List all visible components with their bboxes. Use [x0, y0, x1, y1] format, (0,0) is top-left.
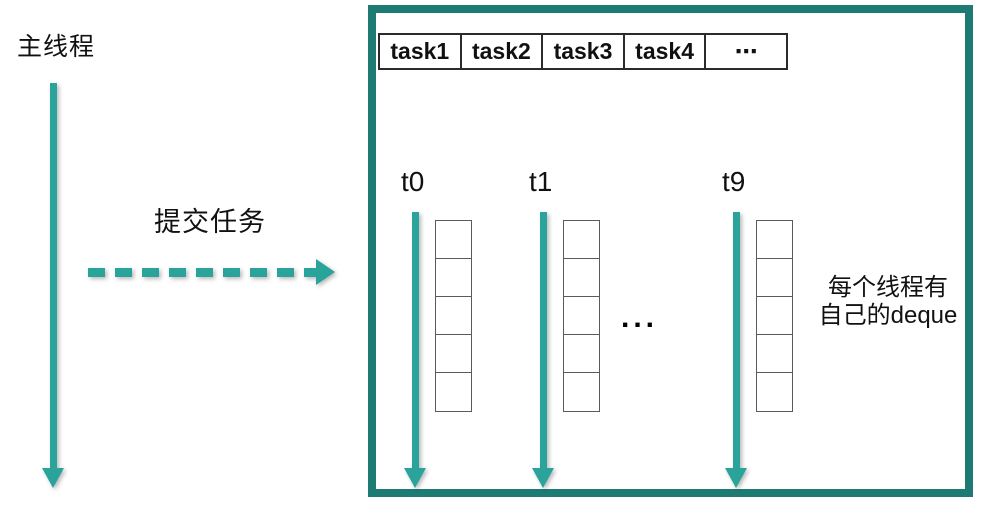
- thread-label: t0: [401, 166, 425, 197]
- task-cell: task4: [622, 35, 705, 68]
- task-cell: task1: [390, 38, 450, 64]
- thread-column-t9: t9: [722, 166, 822, 506]
- thread-arrow-icon: [725, 212, 748, 488]
- thread-column-t1: t1: [529, 166, 629, 506]
- arrow-head-down-icon: [725, 468, 747, 488]
- task-cell: ⋯: [704, 35, 786, 68]
- deque-cell: [435, 220, 472, 260]
- deque-cell: [756, 258, 793, 298]
- thread-arrow-icon: [404, 212, 427, 488]
- deque-note: 每个线程有 自己的deque: [806, 274, 970, 330]
- submit-task-label: 提交任务: [154, 207, 266, 237]
- arrow-dashes: [88, 268, 318, 277]
- deque-cell: [563, 334, 600, 374]
- arrow-head-right-icon: [316, 259, 335, 285]
- thread-label: t9: [722, 166, 746, 197]
- arrow-head-down-icon: [42, 468, 64, 488]
- arrow-shaft: [50, 83, 57, 468]
- thread-deque: [563, 220, 600, 412]
- task-cell: task3: [541, 35, 623, 68]
- main-thread-label: 主线程: [17, 33, 96, 61]
- deque-cell: [563, 258, 600, 298]
- thread-column-t0: t0: [401, 166, 501, 506]
- arrow-shaft: [412, 212, 419, 468]
- thread-deque: [435, 220, 472, 412]
- deque-cell: [756, 334, 793, 374]
- deque-cell: [756, 296, 793, 336]
- thread-label: t1: [529, 166, 553, 197]
- deque-cell: [435, 296, 472, 336]
- thread-arrow-icon: [532, 212, 555, 488]
- arrow-shaft: [540, 212, 547, 468]
- deque-cell: [435, 258, 472, 298]
- arrow-shaft: [733, 212, 740, 468]
- deque-cell: [563, 296, 600, 336]
- deque-cell: [756, 220, 793, 260]
- main-thread-arrow-icon: [42, 83, 65, 488]
- deque-cell: [563, 220, 600, 260]
- deque-cell: [435, 372, 472, 412]
- deque-cell: [435, 334, 472, 374]
- task-cell: task2: [459, 35, 542, 68]
- deque-note-line1: 每个线程有: [828, 274, 948, 301]
- deque-cell: [756, 372, 793, 412]
- submit-task-arrow-icon: [88, 259, 338, 286]
- thread-deque: [756, 220, 793, 412]
- arrow-head-down-icon: [404, 468, 426, 488]
- deque-cell: [563, 372, 600, 412]
- deque-note-line2: 自己的deque: [818, 302, 958, 329]
- arrow-head-down-icon: [532, 468, 554, 488]
- threads-ellipsis: ...: [621, 301, 659, 334]
